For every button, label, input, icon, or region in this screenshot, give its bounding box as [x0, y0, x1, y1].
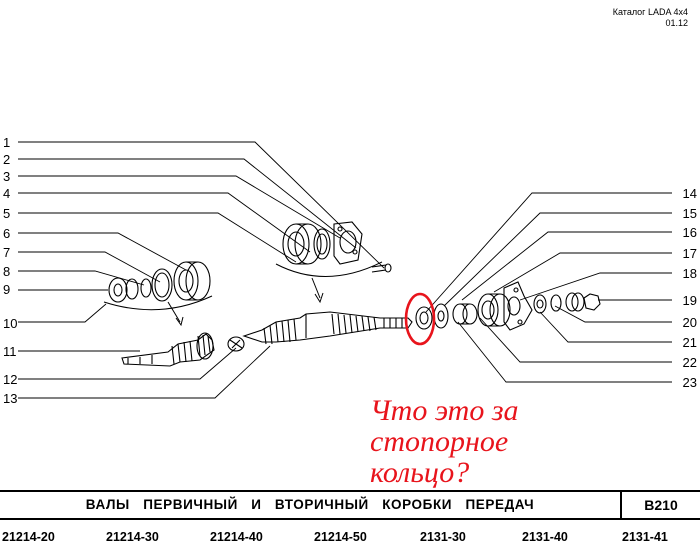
- callout-10: 10: [3, 316, 17, 331]
- callout-4: 4: [3, 186, 10, 201]
- callout-9: 9: [3, 282, 10, 297]
- callout-16: 16: [683, 225, 697, 240]
- callout-12: 12: [3, 372, 17, 387]
- model-code: 2131-40: [522, 530, 568, 544]
- callout-5: 5: [3, 206, 10, 221]
- callout-21: 21: [683, 335, 697, 350]
- callout-1: 1: [3, 135, 10, 150]
- question-line-2: стопорное: [370, 425, 509, 458]
- callout-6: 6: [3, 226, 10, 241]
- callout-17: 17: [683, 246, 697, 261]
- callout-19: 19: [683, 293, 697, 308]
- callout-20: 20: [683, 315, 697, 330]
- callout-18: 18: [683, 266, 697, 281]
- callout-23: 23: [683, 375, 697, 390]
- model-code: 2131-30: [420, 530, 466, 544]
- title-divider: [620, 492, 622, 518]
- catalog-date: 01.12: [665, 18, 688, 28]
- leader-lines-right: [425, 192, 672, 383]
- model-list: 21214-20 21214-30 21214-40 21214-50 2131…: [0, 530, 700, 546]
- model-code: 21214-20: [2, 530, 55, 544]
- input-shaft: [121, 332, 245, 367]
- callout-8: 8: [3, 264, 10, 279]
- callout-3: 3: [3, 169, 10, 184]
- callout-15: 15: [683, 206, 697, 221]
- leader-lines-left: [18, 141, 385, 399]
- question-line-1: Что это за: [370, 394, 519, 427]
- callout-2: 2: [3, 152, 10, 167]
- title-bar: ВАЛЫ ПЕРВИЧНЫЙ И ВТОРИЧНЫЙ КОРОБКИ ПЕРЕД…: [0, 490, 700, 520]
- callout-13: 13: [3, 391, 17, 406]
- callout-14: 14: [683, 186, 697, 201]
- catalog-header: Каталог LADA 4x4 01.12: [613, 7, 688, 29]
- question-line-3: кольцо?: [370, 456, 470, 489]
- output-shaft: [242, 311, 413, 345]
- output-shaft-bearing-group: [275, 221, 392, 304]
- page-title: ВАЛЫ ПЕРВИЧНЫЙ И ВТОРИЧНЫЙ КОРОБКИ ПЕРЕД…: [85, 497, 535, 512]
- highlight-circle: [404, 292, 436, 346]
- model-code: 2131-41: [622, 530, 668, 544]
- callout-7: 7: [3, 245, 10, 260]
- model-code: 21214-50: [314, 530, 367, 544]
- input-shaft-bearing-group: [103, 261, 213, 327]
- callout-22: 22: [683, 355, 697, 370]
- model-code: 21214-40: [210, 530, 263, 544]
- catalog-name: Каталог LADA 4x4: [612, 7, 688, 17]
- page-code: B210: [644, 497, 678, 513]
- callout-11: 11: [3, 344, 17, 359]
- output-end-parts: [415, 281, 601, 331]
- question-annotation: Что это за стопорное кольцо?: [370, 395, 519, 488]
- model-code: 21214-30: [106, 530, 159, 544]
